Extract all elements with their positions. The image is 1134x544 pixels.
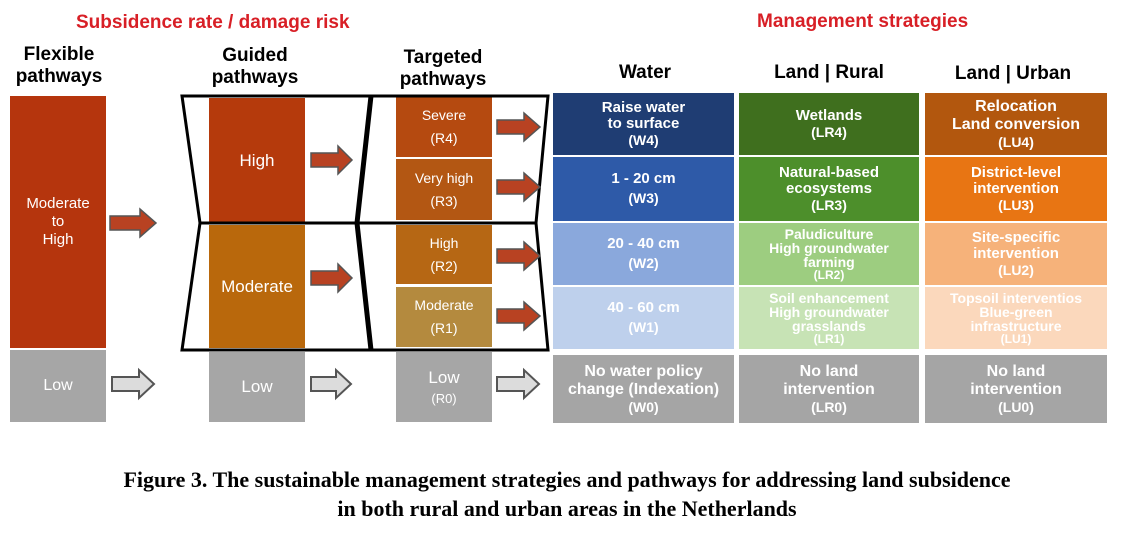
water-w3-code: (W3) <box>628 190 659 206</box>
targeted-very-high-label: Very high <box>414 169 474 186</box>
rural-lr0-text: No land intervention <box>783 362 875 398</box>
flexible-moderate-high-box: Moderate to High <box>10 96 106 348</box>
water-w3-text: 1 - 20 cm <box>611 170 676 187</box>
rural-lr4-cell: Wetlands (LR4) <box>739 93 919 155</box>
targeted-high-box: High (R2) <box>396 225 492 284</box>
rural-lr1-cell: Soil enhancement High groundwater grassl… <box>739 287 919 349</box>
arrow-guided-high <box>310 144 354 176</box>
rural-lr2-text: Paludiculture High groundwater farming <box>769 225 889 270</box>
urban-lu2-code: (LU2) <box>998 261 1034 278</box>
water-w0-cell: No water policy change (Indexation) (W0) <box>553 355 734 423</box>
rural-lr3-code: (LR3) <box>811 196 847 213</box>
water-w1-cell: 40 - 60 cm (W1) <box>553 287 734 349</box>
arrow-r1 <box>496 300 542 332</box>
urban-lu4-cell: Relocation Land conversion (LU4) <box>925 93 1107 155</box>
water-w4-text: Raise water to surface <box>601 98 686 132</box>
targeted-very-high-box: Very high (R3) <box>396 159 492 220</box>
water-w1-code: (W1) <box>628 319 659 335</box>
targeted-high-code: (R2) <box>430 257 458 274</box>
rural-column-header: Land | Rural <box>774 62 884 83</box>
urban-lu2-text: Site-specific intervention <box>971 228 1061 262</box>
management-header: Management strategies <box>757 11 969 32</box>
urban-lu4-code: (LU4) <box>998 133 1034 150</box>
water-w0-code: (W0) <box>628 398 659 415</box>
guided-low-box: Low <box>209 352 305 422</box>
water-w4-cell: Raise water to surface (W4) <box>553 93 734 155</box>
rural-lr3-cell: Natural-based ecosystems (LR3) <box>739 157 919 221</box>
urban-lu0-code: (LU0) <box>998 398 1034 415</box>
rural-lr2-cell: Paludiculture High groundwater farming (… <box>739 223 919 285</box>
targeted-severe-code: (R4) <box>430 130 458 146</box>
targeted-high-label: High <box>429 234 459 251</box>
rural-lr3-text: Natural-based ecosystems <box>778 163 880 197</box>
arrow-r4 <box>496 111 542 143</box>
rural-lr0-cell: No land intervention (LR0) <box>739 355 919 423</box>
water-w3-cell: 1 - 20 cm (W3) <box>553 157 734 221</box>
guided-moderate-label: Moderate <box>221 276 293 296</box>
subsidence-header: Subsidence rate / damage risk <box>76 12 350 33</box>
arrow-flex-to-guided <box>109 207 158 239</box>
targeted-very-high-code: (R3) <box>430 192 458 209</box>
arrow-low-guided <box>310 367 353 401</box>
targeted-severe-label: Severe <box>421 107 467 123</box>
flexible-moderate-high-label: Moderate to High <box>26 195 90 248</box>
flexible-pathways-header: Flexible pathways <box>15 44 103 87</box>
guided-low-label: Low <box>241 377 273 396</box>
water-w1-text: 40 - 60 cm <box>607 299 680 316</box>
urban-lu3-text: District-level intervention <box>970 163 1062 197</box>
caption-line-1: Figure 3. The sustainable management str… <box>123 467 1011 492</box>
targeted-low-box: Low (R0) <box>396 352 492 422</box>
targeted-moderate-label: Moderate <box>414 297 474 313</box>
urban-lu1-text: Topsoil interventios Blue-green infrastr… <box>950 289 1082 334</box>
guided-high-label: High <box>239 150 275 170</box>
water-w2-text: 20 - 40 cm <box>607 235 680 252</box>
urban-lu3-code: (LU3) <box>998 196 1034 213</box>
urban-lu1-code: (LU1) <box>1000 331 1032 346</box>
targeted-low-label: Low <box>428 367 460 387</box>
rural-lr4-code: (LR4) <box>811 123 847 140</box>
guided-moderate-box: Moderate <box>209 225 305 348</box>
water-w0-text: No water policy change (Indexation) <box>567 362 720 398</box>
guided-high-box: High <box>209 98 305 223</box>
rural-lr4-text: Wetlands <box>795 106 863 124</box>
rural-lr0-code: (LR0) <box>811 398 847 415</box>
targeted-moderate-box: Moderate (R1) <box>396 287 492 347</box>
arrow-r3 <box>496 171 542 203</box>
water-column-header: Water <box>618 62 672 83</box>
targeted-severe-box: Severe (R4) <box>396 97 492 157</box>
targeted-moderate-code: (R1) <box>430 320 458 336</box>
rural-lr1-text: Soil enhancement High groundwater grassl… <box>769 289 889 334</box>
water-w4-code: (W4) <box>628 131 659 148</box>
water-w2-cell: 20 - 40 cm (W2) <box>553 223 734 285</box>
urban-lu0-text: No land intervention <box>970 362 1062 398</box>
flexible-low-box: Low <box>10 350 106 422</box>
urban-lu4-text: Relocation Land conversion <box>951 97 1081 133</box>
urban-lu1-cell: Topsoil interventios Blue-green infrastr… <box>925 287 1107 349</box>
arrow-r2 <box>496 240 542 272</box>
figure-caption: Figure 3. The sustainable management str… <box>0 465 1134 523</box>
flexible-low-label: Low <box>43 377 73 394</box>
rural-lr2-code: (LR2) <box>813 267 845 282</box>
arrow-guided-moderate <box>310 262 354 294</box>
water-w2-code: (W2) <box>628 255 659 271</box>
rural-lr1-code: (LR1) <box>813 331 845 346</box>
targeted-low-code: (R0) <box>431 390 457 406</box>
urban-lu0-cell: No land intervention (LU0) <box>925 355 1107 423</box>
guided-pathways-header: Guided pathways <box>211 45 299 88</box>
arrow-low-targeted <box>496 367 541 401</box>
urban-lu2-cell: Site-specific intervention (LU2) <box>925 223 1107 285</box>
urban-lu3-cell: District-level intervention (LU3) <box>925 157 1107 221</box>
caption-line-2: in both rural and urban areas in the Net… <box>337 496 797 521</box>
urban-column-header: Land | Urban <box>954 63 1072 84</box>
arrow-low-flex <box>111 367 156 401</box>
targeted-pathways-header: Targeted pathways <box>399 47 487 90</box>
